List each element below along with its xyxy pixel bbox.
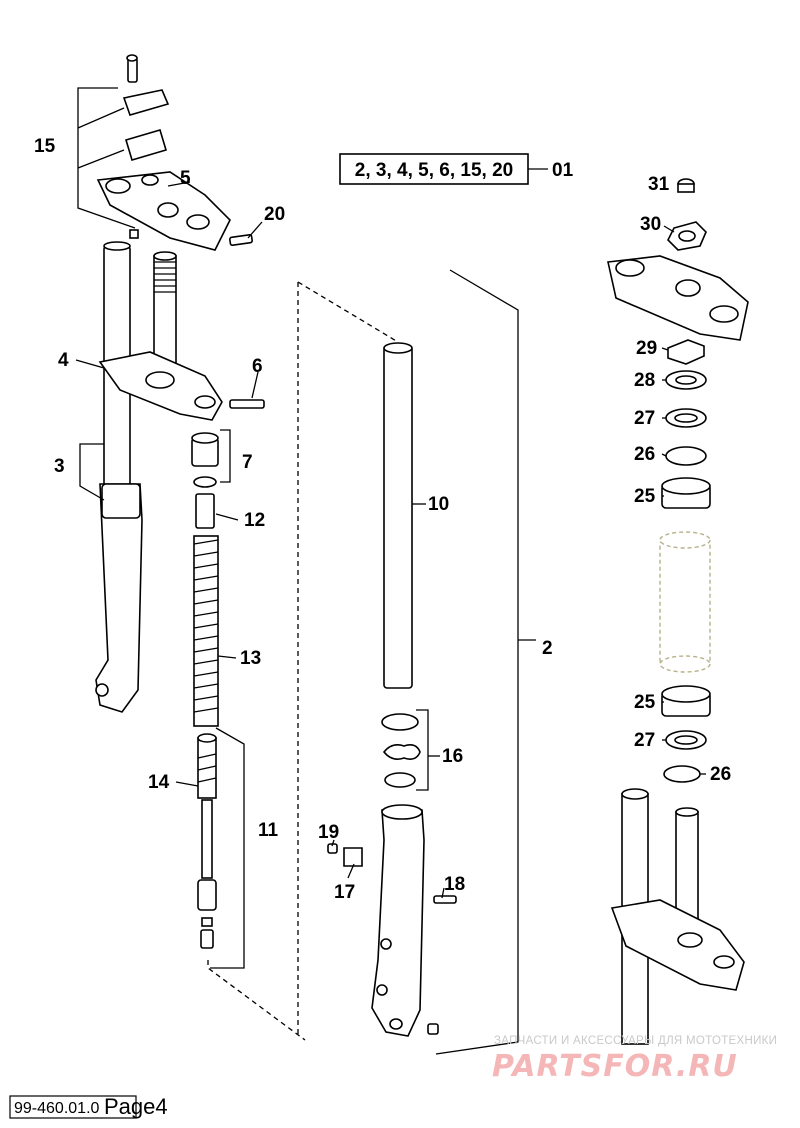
outer-fork-leg-parts [327,269,536,1055]
callout-30: 30 [640,214,661,235]
callout-20: 20 [264,204,285,225]
watermark-subtitle: ЗАПЧАСТИ И АКСЕССУАРЫ ДЛЯ МОТОТЕХНИКИ [494,1035,777,1047]
callout-25-upper: 25 [634,486,656,507]
callout-2: 2 [542,638,553,659]
page-number: Page4 [104,1094,168,1119]
kit-box-ref: 01 [552,160,574,181]
callout-13: 13 [240,648,261,669]
callout-27-upper: 27 [634,408,655,429]
callout-25-lower: 25 [634,692,656,713]
callout-26-lower: 26 [710,764,731,785]
callout-6: 6 [252,356,263,377]
callout-31: 31 [648,174,670,195]
callout-17: 17 [334,882,355,903]
callout-10: 10 [428,494,449,515]
callout-26-upper: 26 [634,444,655,465]
callout-11: 11 [258,820,279,841]
callout-4: 4 [58,350,69,371]
callout-28: 28 [634,370,655,391]
kit-box-label: 2, 3, 4, 5, 6, 15, 20 [355,160,513,181]
callout-27-lower: 27 [634,730,655,751]
callout-19: 19 [318,822,339,843]
callout-7: 7 [242,452,253,473]
callout-29: 29 [636,338,657,359]
fork-leg-assembly-left [77,54,265,713]
callout-numbers: 15 5 20 4 6 3 7 12 13 14 11 10 2 16 19 1… [34,136,731,903]
callout-16: 16 [442,746,463,767]
callout-18: 18 [444,874,465,895]
callout-5: 5 [180,168,191,189]
callout-12: 12 [244,510,265,531]
spring-coils [193,539,219,713]
page-footer: 99-460.01.0 Page4 [9,1094,168,1119]
callout-15: 15 [34,136,56,157]
callout-14: 14 [148,772,170,793]
watermark-brand: PARTSFOR.RU [492,1049,738,1084]
steering-stem-parts [607,178,749,1045]
drawing-number: 99-460.01.0 [14,1100,100,1117]
callout-3: 3 [54,456,65,477]
cartridge-internals [191,281,399,1041]
watermark: ЗАПЧАСТИ И АКСЕССУАРЫ ДЛЯ МОТОТЕХНИКИ PA… [492,1035,777,1084]
kit-reference-box: 2, 3, 4, 5, 6, 15, 20 01 [339,153,574,185]
leader-lines [75,181,706,899]
